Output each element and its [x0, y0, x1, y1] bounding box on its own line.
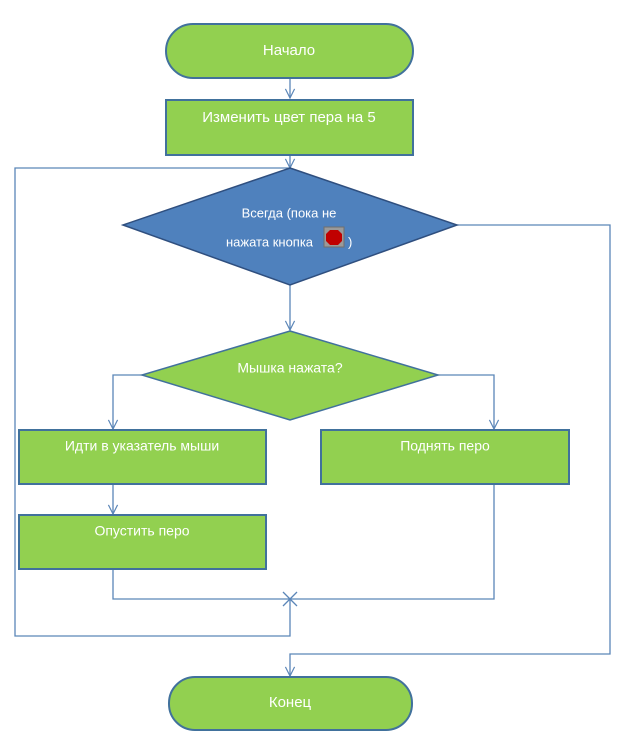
connector-pen-down-to-merge	[112, 569, 290, 600]
pen-down-shape	[18, 514, 267, 570]
go-to-mouse-node: Идти в указатель мыши	[18, 429, 267, 485]
pen-up-shape	[320, 429, 570, 485]
stop-button-icon	[323, 226, 345, 248]
connector-loop-exit	[290, 224, 611, 676]
forever-loop-label-line1: Всегда (пока не	[242, 205, 337, 220]
go-to-mouse-shape	[18, 429, 267, 485]
pen-down-label: Опустить перо	[94, 523, 189, 539]
connector-pen-up-to-merge	[290, 484, 495, 600]
connector-condition-right	[438, 374, 494, 429]
set-pen-color-node: Изменить цвет пера на 5	[165, 99, 414, 156]
forever-loop-shape	[120, 167, 460, 286]
forever-loop-node: Всегда (пока не нажата кнопка )	[120, 167, 460, 286]
set-pen-color-shape	[165, 99, 414, 156]
set-pen-color-label: Изменить цвет пера на 5	[202, 109, 376, 126]
connector-condition-left	[113, 374, 142, 429]
pen-up-node: Поднять перо	[320, 429, 570, 485]
end-shape	[168, 676, 413, 731]
mouse-pressed-label: Мышка нажата?	[237, 360, 342, 376]
pen-up-label: Поднять перо	[400, 438, 490, 454]
forever-loop-label-close: )	[348, 234, 352, 249]
end-node: Конец	[168, 676, 413, 731]
pen-down-node: Опустить перо	[18, 514, 267, 570]
connector-loop-back	[14, 167, 291, 637]
start-label: Начало	[263, 42, 315, 59]
mouse-pressed-node: Мышка нажата?	[139, 330, 441, 421]
end-label: Конец	[269, 694, 312, 711]
forever-loop-label-line2: нажата кнопка	[226, 234, 314, 249]
mouse-pressed-shape	[139, 330, 441, 421]
connectors	[14, 78, 611, 676]
go-to-mouse-label: Идти в указатель мыши	[65, 438, 219, 454]
start-shape	[165, 23, 414, 79]
start-node: Начало	[165, 23, 414, 79]
